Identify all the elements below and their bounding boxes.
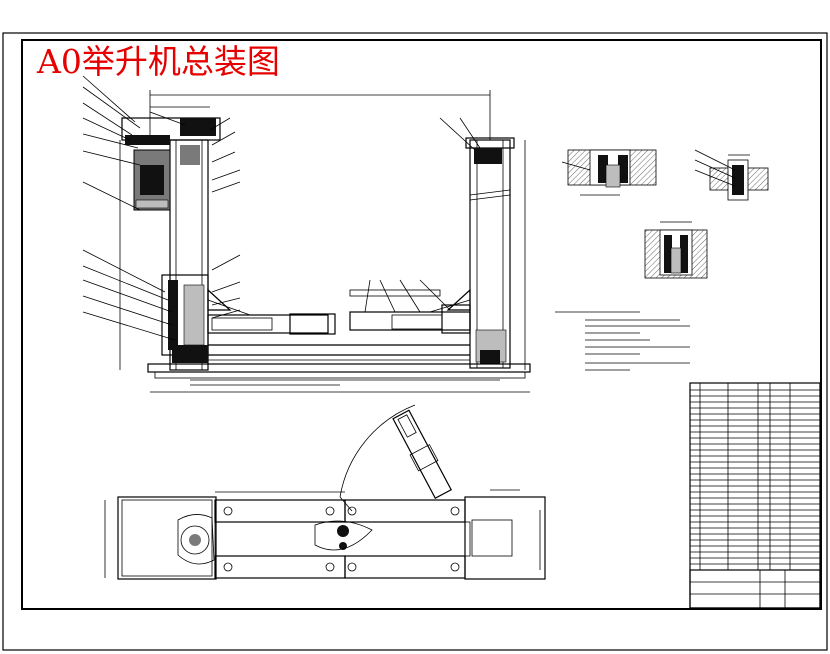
detail-view-2 [694,149,769,201]
column-base-pad [117,496,217,580]
detail-view-3 [644,221,708,279]
upper-arm-plan [214,499,346,523]
left-lift-arm [207,314,329,334]
inner-frame [21,39,822,610]
plan-view [104,404,546,580]
technical-notes [555,311,690,371]
drawing-title: A0举升机总装图 [36,42,280,81]
front-elevation-view [82,75,531,393]
parts-list-table [689,382,821,609]
detail-view-1 [561,149,657,196]
outer-frame [2,32,828,651]
lower-arm-plan [214,555,346,579]
